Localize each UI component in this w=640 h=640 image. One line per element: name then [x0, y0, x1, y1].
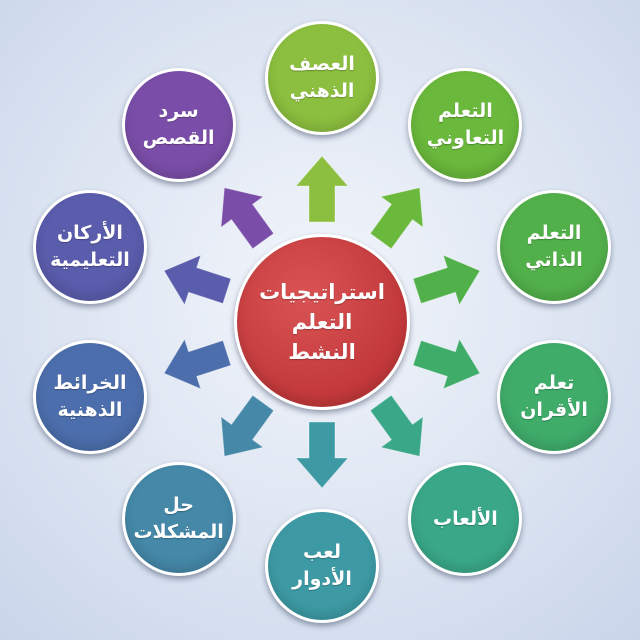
- strategy-circle-storytelling: سرد القصص: [121, 67, 236, 182]
- strategy-circle-brainstorming: العصف الذهني: [265, 21, 379, 135]
- center-circle: استراتيجيات التعلم النشط: [234, 234, 410, 410]
- arrow-to-role-play: [294, 421, 350, 489]
- arrow-to-problem-solving: [220, 394, 275, 457]
- strategy-circle-games: الألعاب: [408, 462, 523, 577]
- strategy-label-line: المشكلات: [133, 521, 224, 544]
- strategy-label-line: تعلم: [533, 372, 575, 395]
- strategy-label-line: الذهنية: [57, 399, 123, 422]
- strategy-label-line: التعليمية: [50, 248, 130, 271]
- center-label-line-3: النشط: [288, 340, 356, 364]
- arrow-to-storytelling: [220, 187, 275, 250]
- strategy-circle-learning-corners: الأركان التعليمية: [32, 189, 147, 304]
- strategy-label-line: لعب: [303, 541, 341, 563]
- strategy-label-line: التعاوني: [426, 126, 505, 149]
- arrow-to-mind-maps: [163, 338, 232, 390]
- arrow-to-self-learning: [412, 254, 481, 306]
- center-label-line-1: استراتيجيات: [259, 280, 385, 304]
- center-label-line-2: التعلم: [291, 310, 353, 334]
- strategy-label-line: الذاتي: [525, 248, 583, 271]
- strategy-circle-role-play: لعب الأدوار: [265, 509, 379, 623]
- arrow-to-cooperative: [369, 187, 424, 250]
- strategy-label-line: الخرائط: [53, 372, 127, 395]
- strategy-label-line: الألعاب: [433, 507, 498, 530]
- strategy-circle-peers: تعلم الأقران: [497, 340, 612, 455]
- arrow-to-learning-corners: [163, 254, 232, 306]
- strategy-circle-problem-solving: حل المشكلات: [121, 462, 236, 577]
- strategy-label-line: الأقران: [520, 399, 588, 422]
- strategy-label-line: التعلم: [438, 99, 493, 122]
- strategy-label-line: حل: [163, 494, 194, 517]
- strategy-label-line: العصف: [289, 53, 355, 75]
- arrow-to-games: [369, 394, 424, 457]
- strategy-label-line: القصص: [142, 126, 215, 149]
- strategy-circle-mind-maps: الخرائط الذهنية: [32, 340, 147, 455]
- strategy-label-line: سرد: [158, 99, 199, 122]
- strategy-label-line: التعلم: [526, 221, 582, 244]
- strategy-circle-cooperative: التعلم التعاوني: [408, 67, 523, 182]
- strategy-label-line: الذهني: [289, 80, 355, 102]
- strategy-label-line: الأركان: [56, 221, 123, 244]
- arrow-to-brainstorming: [294, 155, 350, 223]
- arrow-to-peers: [412, 338, 481, 390]
- strategy-label-line: الأدوار: [292, 568, 352, 590]
- strategy-circle-self-learning: التعلم الذاتي: [497, 189, 612, 304]
